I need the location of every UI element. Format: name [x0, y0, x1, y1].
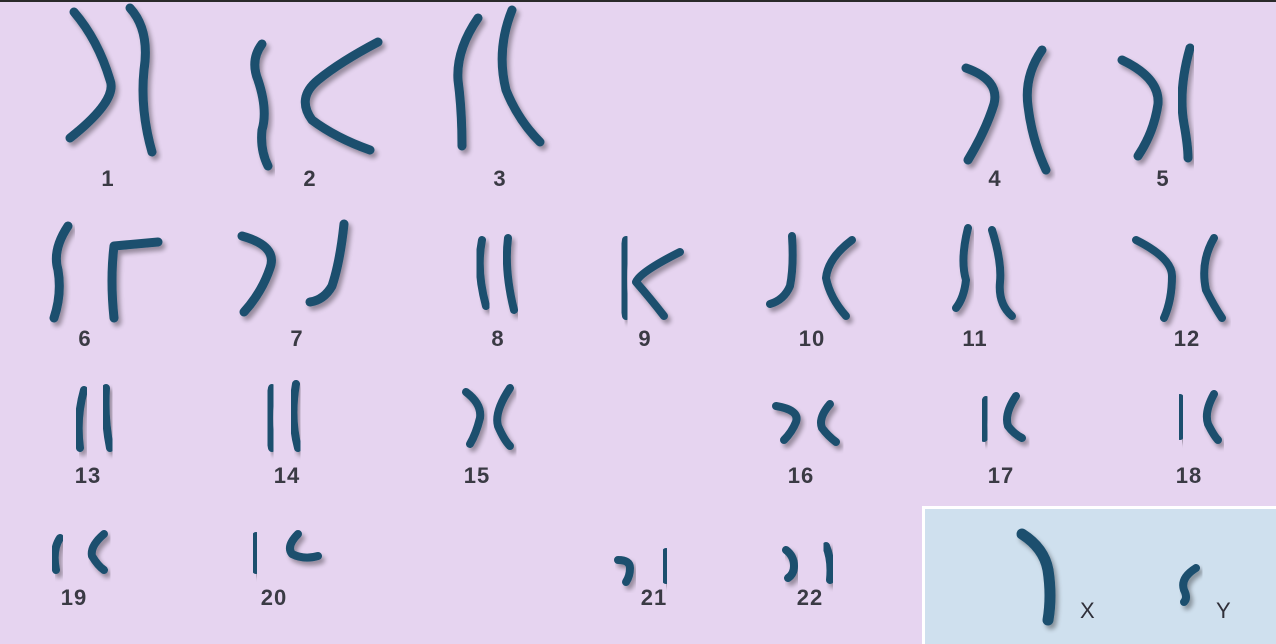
chromosome-4: [1022, 45, 1051, 175]
pair-label-16: 16: [787, 463, 815, 488]
pair-label-4: 4: [988, 166, 1002, 191]
pair-label-15: 15: [463, 463, 491, 488]
pair-label-5: 5: [1156, 166, 1170, 191]
chromosome-6: [49, 221, 73, 323]
pair-label-21: 21: [640, 585, 668, 610]
chromosome-21: [614, 556, 634, 586]
pair-label-2: 2: [303, 166, 317, 191]
chromosome-18: [1202, 390, 1222, 444]
y-chromosome: [1179, 564, 1200, 606]
chromosome-22: [822, 542, 835, 584]
chromosome-16: [817, 400, 840, 446]
chromosome-19: [50, 534, 64, 574]
pair-label-9: 9: [638, 326, 652, 351]
pair-label-10: 10: [798, 326, 826, 351]
chromosome-8: [475, 236, 490, 310]
pair-label-7: 7: [290, 326, 304, 351]
chromosome-20: [250, 532, 260, 574]
chromosome-2: [250, 39, 273, 171]
sex-chromosome-panel: [922, 506, 1276, 644]
chromosome-15: [462, 388, 485, 448]
x-chromosome: [1016, 528, 1056, 626]
chromosome-1: [125, 3, 157, 157]
chromosome-12: [1200, 234, 1226, 322]
pair-label-19: 19: [60, 585, 88, 610]
pair-label-12: 12: [1173, 326, 1201, 351]
chromosome-14: [265, 384, 276, 452]
pair-label-17: 17: [987, 463, 1015, 488]
chromosome-2: [300, 37, 383, 155]
chromosome-3: [453, 13, 483, 151]
chromosome-17: [979, 396, 990, 442]
chromosome-14: [289, 380, 302, 452]
chromosome-19: [87, 530, 108, 574]
chromosome-17: [1003, 392, 1026, 442]
chromosome-10: [822, 236, 856, 320]
pair-label-22: 22: [796, 585, 824, 610]
chromosome-13: [74, 386, 88, 452]
pair-label-18: 18: [1175, 463, 1203, 488]
chromosome-1: [65, 7, 116, 143]
chromosome-22: [782, 546, 798, 582]
pair-label-13: 13: [74, 463, 102, 488]
chromosome-7: [305, 219, 349, 307]
chromosome-10: [766, 232, 797, 308]
chromosome-18: [1176, 394, 1186, 440]
chromosome-11: [988, 226, 1016, 320]
x-chromosome-label: X: [1080, 598, 1095, 623]
chromosome-5: [1177, 43, 1195, 163]
y-chromosome-label: Y: [1216, 598, 1231, 623]
chromosome-3: [497, 5, 545, 147]
pair-label-8: 8: [491, 326, 505, 351]
pair-label-11: 11: [962, 326, 988, 351]
chromosome-4: [961, 63, 1000, 165]
chromosome-12: [1132, 236, 1176, 322]
pair-label-20: 20: [260, 585, 288, 610]
chromosome-7: [237, 231, 276, 317]
chromosome-11: [952, 224, 972, 312]
pair-label-1: 1: [101, 166, 115, 191]
chromosome-15: [493, 384, 514, 450]
chromosome-5: [1117, 55, 1163, 161]
chromosome-9: [632, 248, 684, 320]
top-border: [0, 0, 1276, 2]
chromosome-20: [286, 530, 322, 562]
chromosome-16: [772, 402, 801, 444]
pair-label-3: 3: [493, 166, 507, 191]
pair-label-6: 6: [78, 326, 92, 351]
pair-label-14: 14: [273, 463, 301, 488]
chromosome-13: [101, 384, 114, 452]
chromosome-9: [619, 236, 630, 320]
chromosome-21: [660, 548, 670, 584]
chromosome-8: [502, 234, 518, 314]
chromosome-6: [107, 237, 163, 323]
